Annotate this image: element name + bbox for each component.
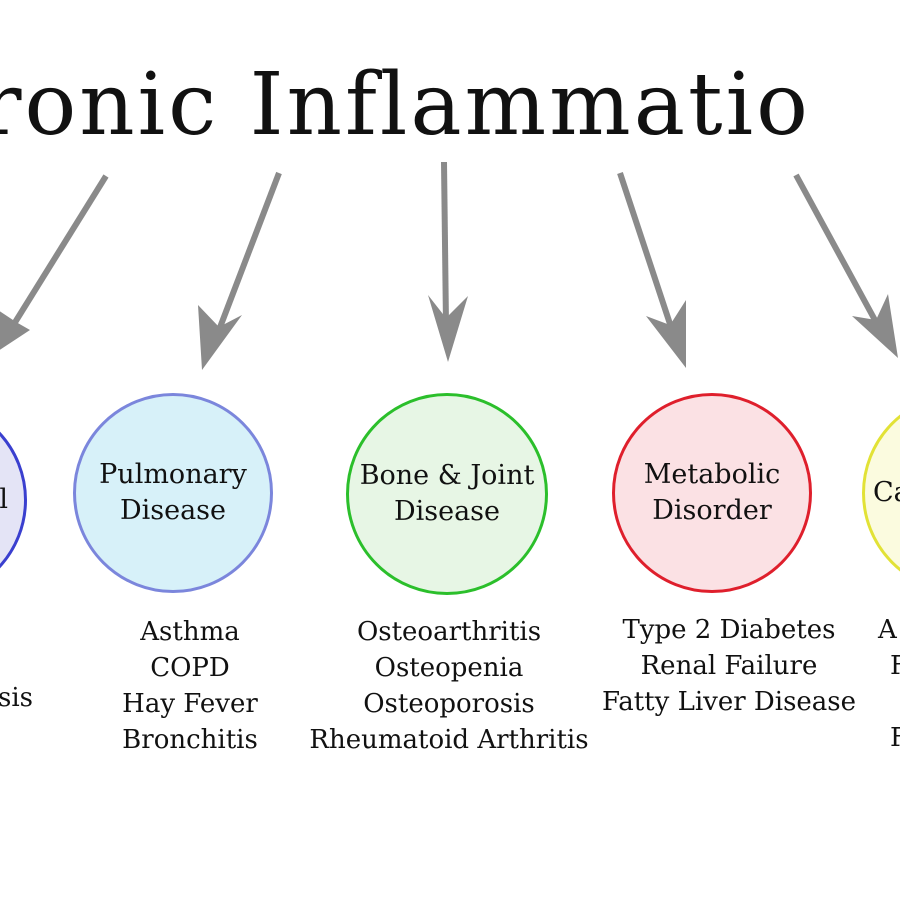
bone-joint-label-line2: Disease [393,496,501,527]
circle-right-label: Ca [873,477,900,509]
arrow-to-bone-joint [428,161,468,362]
pulmonary-label-line2: Disease [119,495,227,526]
arrow-to-pulmonary [198,171,282,370]
list-item: Rheumatoid Arthritis [309,725,589,755]
right-list-fragment-2: F [890,651,900,681]
list-item: Hay Fever [122,689,258,719]
circle-metabolic-disorder: Metabolic Disorder [612,393,812,593]
arrow-to-right-circle [793,173,898,358]
pulmonary-disease-list: Asthma COPD Hay Fever Bronchitis [72,614,308,758]
list-item: Osteoarthritis [356,617,542,647]
circle-bone-joint-disease: Bone & Joint Disease [346,393,548,595]
list-item: Fatty Liver Disease [601,687,857,717]
list-item: Type 2 Diabetes [622,615,836,645]
metabolic-disorder-list: Type 2 Diabetes Renal Failure Fatty Live… [596,612,862,720]
list-item: COPD [150,653,230,683]
pulmonary-label-line1: Pulmonary [99,459,247,491]
left-list-fragment: sis [0,683,34,713]
list-item: Renal Failure [640,651,818,681]
arrow-to-left-circle [0,174,109,350]
list-item: Bronchitis [122,725,258,755]
bone-joint-label-line1: Bone & Joint [359,460,535,492]
metabolic-label-line1: Metabolic [643,459,781,491]
list-item: Osteopenia [374,653,524,683]
list-item: Osteoporosis [363,689,535,719]
circle-pulmonary-disease: Pulmonary Disease [73,393,273,593]
right-list-fragment-3: F [890,723,900,753]
metabolic-label-line2: Disorder [652,495,772,526]
list-item: Asthma [140,617,240,647]
circle-left-label: l [0,484,8,516]
arrow-to-metabolic [617,172,686,368]
page-title: hronic Inflammatio [0,55,811,155]
right-list-fragment-1: A [878,615,897,645]
bone-joint-disease-list: Osteoarthritis Osteopenia Osteoporosis R… [297,614,601,758]
